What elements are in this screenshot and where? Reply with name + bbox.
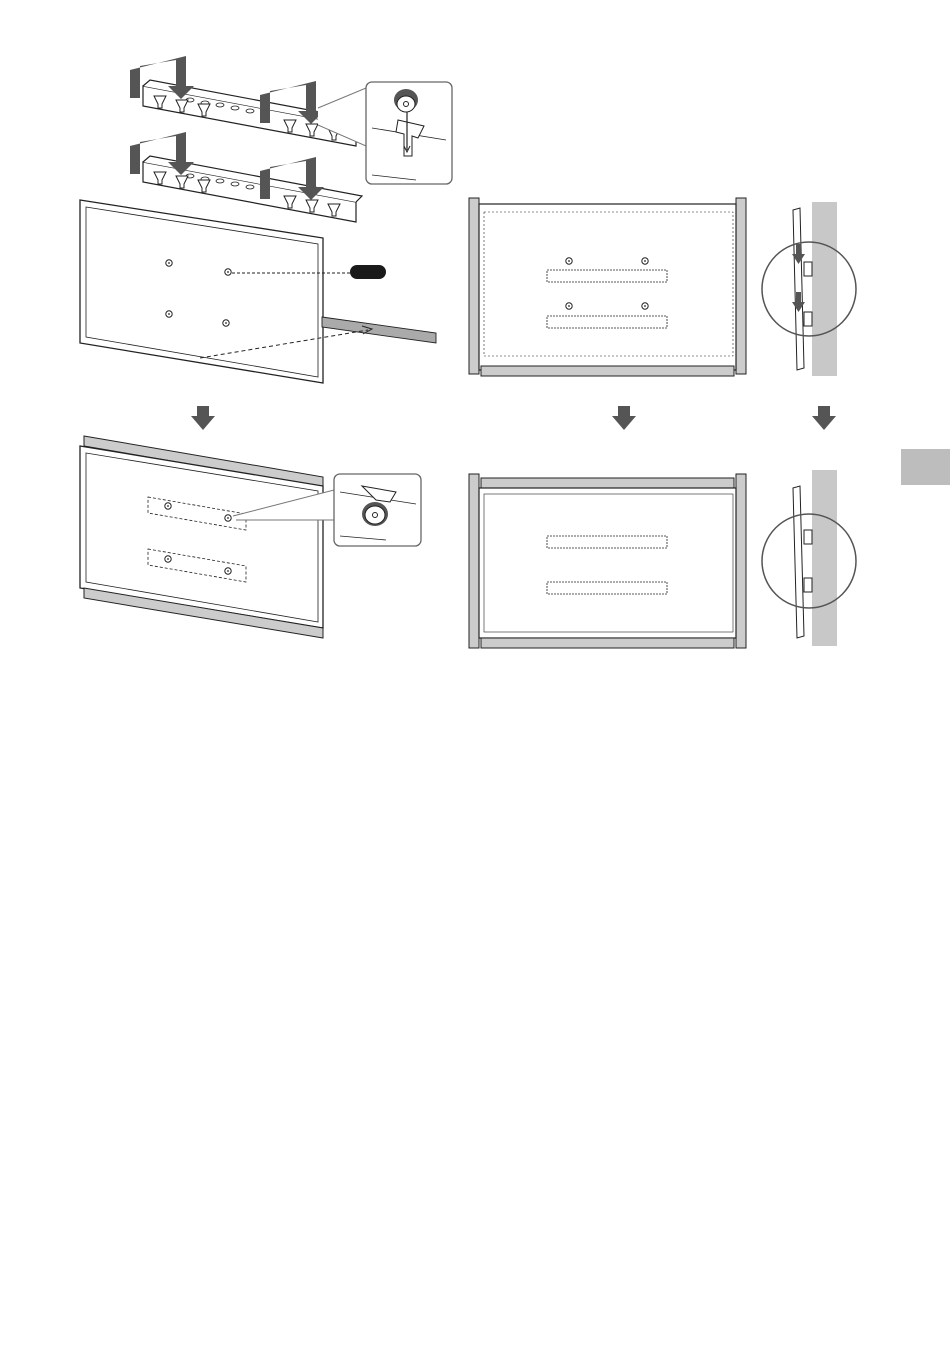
callout-label-pill <box>350 265 386 279</box>
tv-side-view-top <box>762 202 856 376</box>
zoom-callout-top <box>318 82 452 184</box>
tv-front-view-top <box>469 198 746 376</box>
down-arrow-icon <box>612 406 636 430</box>
bracket-assembly-top <box>130 56 362 222</box>
zoom-circle-icon <box>762 514 856 608</box>
tv-front-view-bottom <box>469 474 746 648</box>
tv-side-view-bottom <box>762 470 856 646</box>
tv-mounted-perspective <box>80 436 323 638</box>
down-arrow-icon <box>191 406 215 430</box>
tv-back-panel <box>80 200 436 383</box>
section-tab <box>901 449 950 485</box>
down-arrow-icon <box>812 406 836 430</box>
screw-icon <box>362 502 388 526</box>
